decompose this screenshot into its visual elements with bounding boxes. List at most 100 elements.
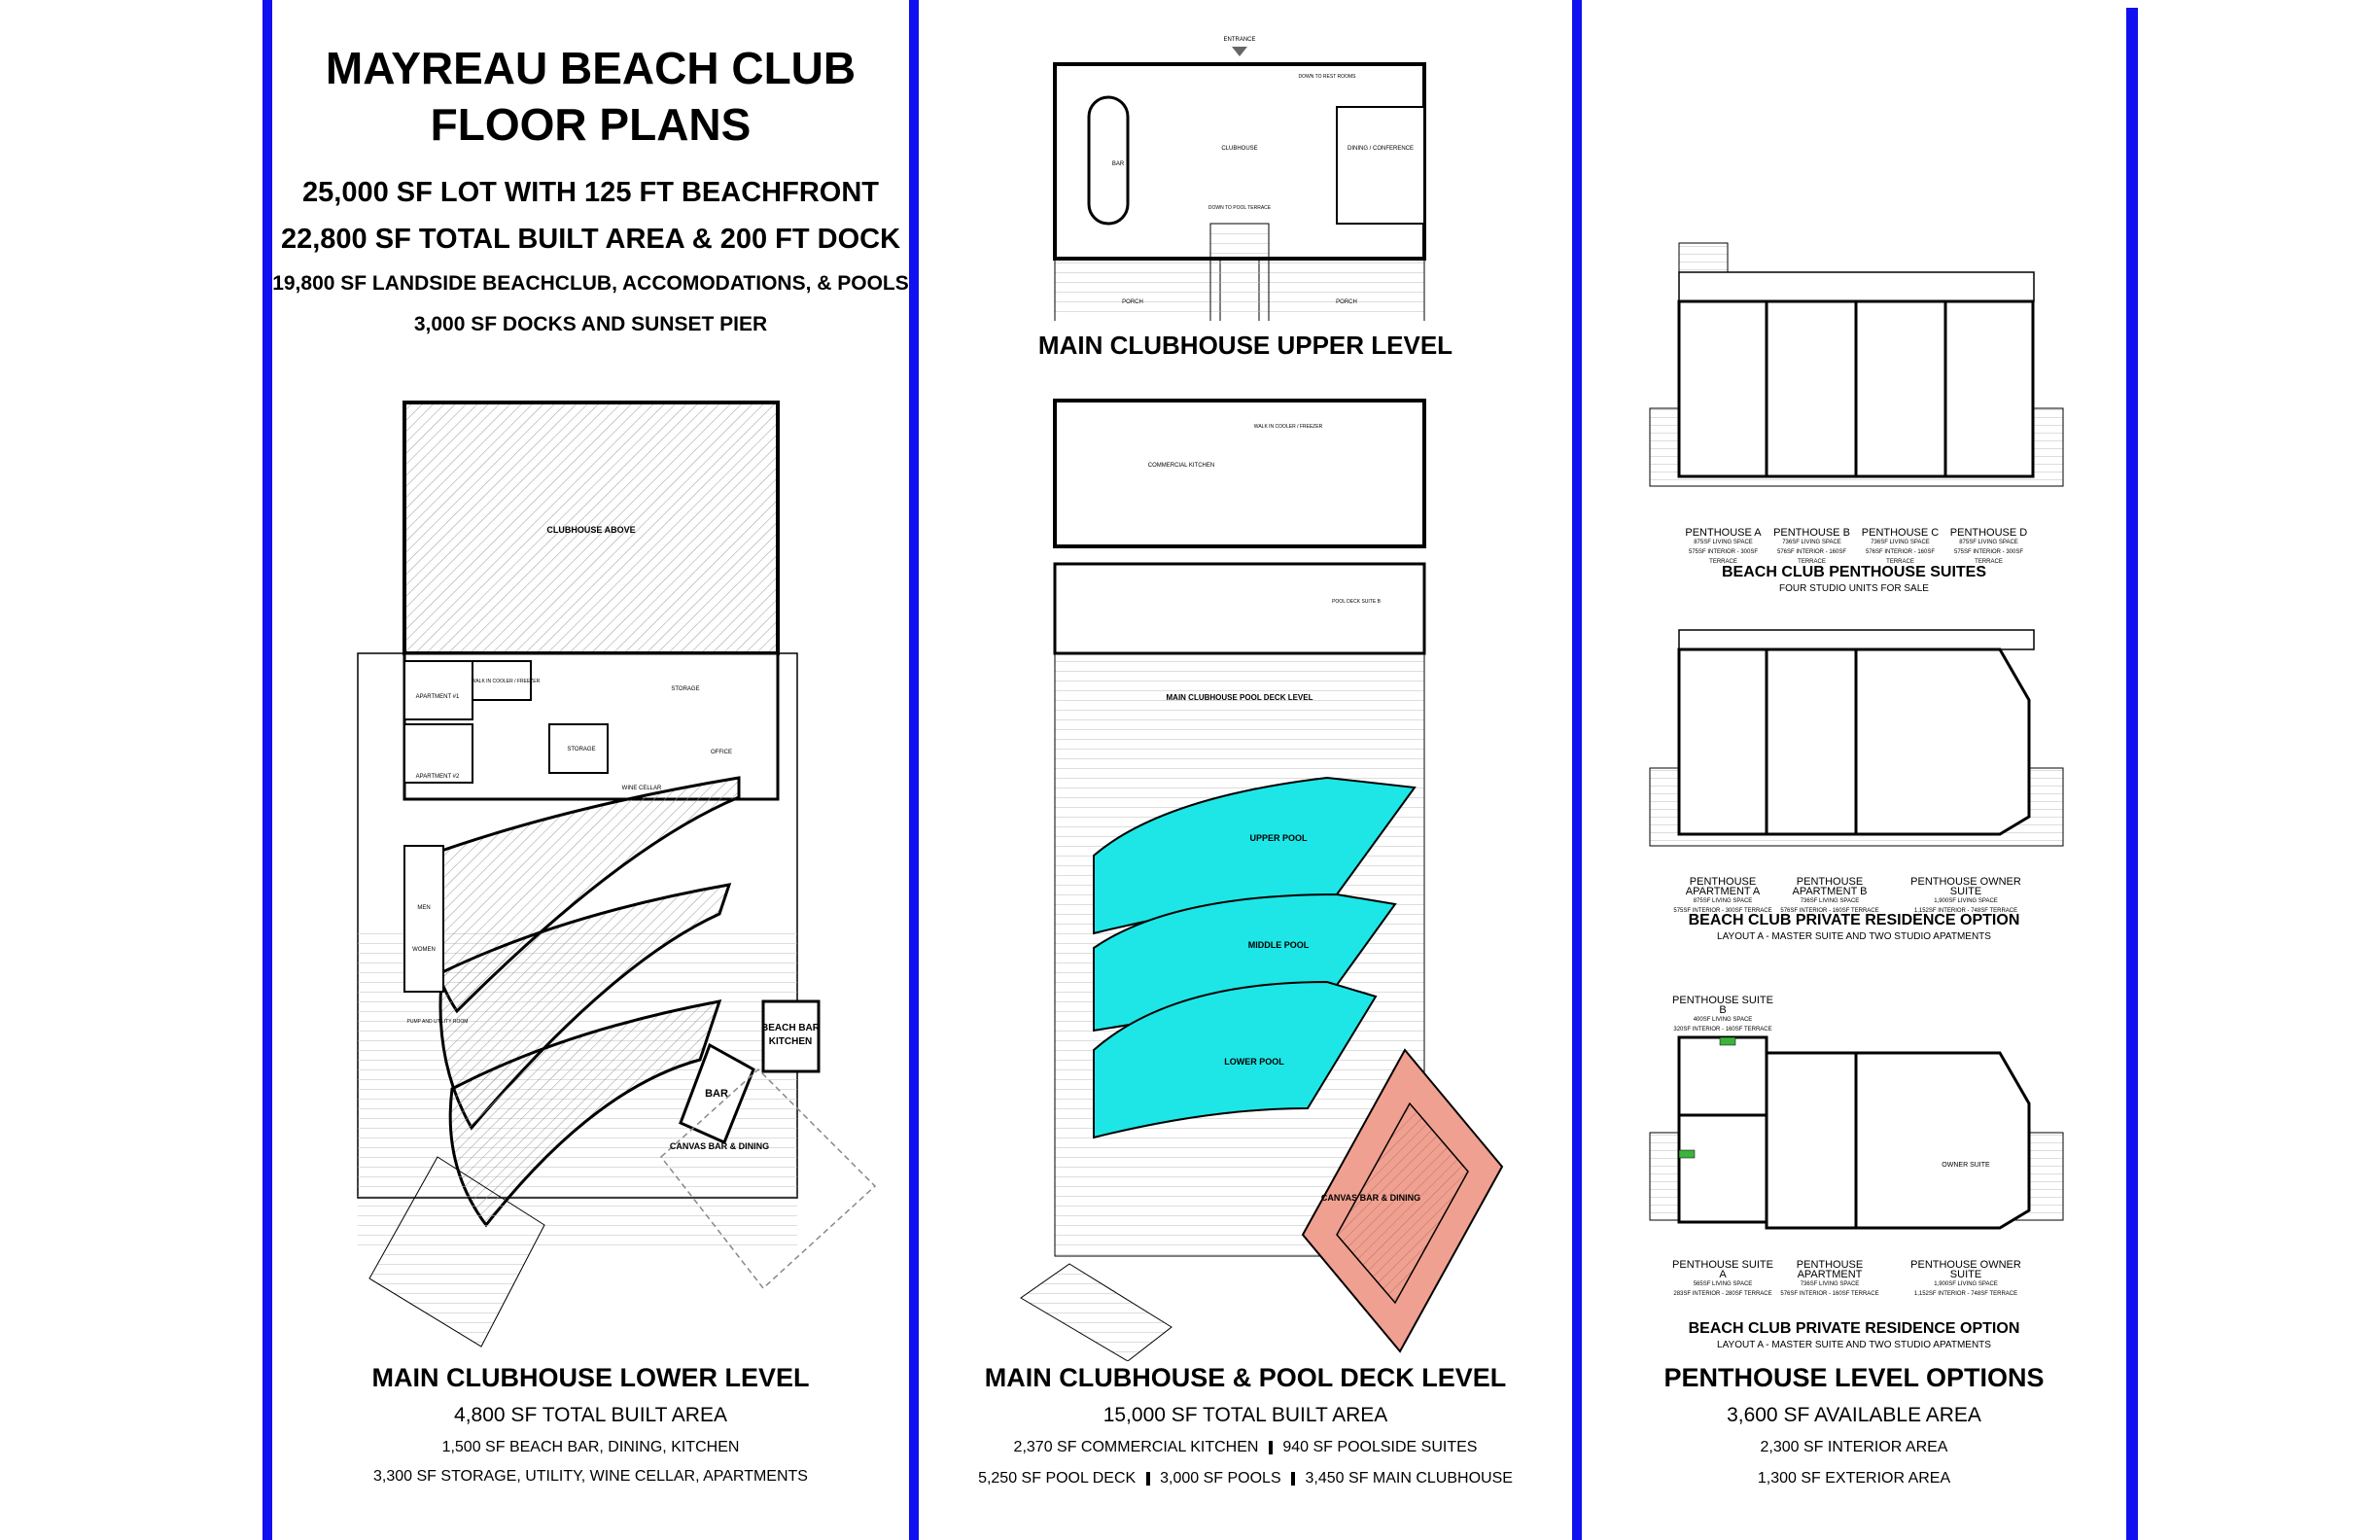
down-pool-label: DOWN TO POOL TERRACE	[1208, 205, 1272, 211]
suite-unit-label-c: PENTHOUSE C 736SF LIVING SPACE 576SF INT…	[1856, 528, 1944, 567]
men-label: MEN	[417, 905, 430, 911]
option2-subtitle: LAYOUT A - MASTER SUITE AND TWO STUDIO A…	[1717, 1340, 1991, 1350]
pool-deck-plan: COMMERCIAL KITCHEN WALK IN COOLER / FREE…	[1020, 399, 1504, 1361]
beach-bar-kitchen	[761, 999, 821, 1073]
canvas-roof-ridge	[1336, 1102, 1469, 1305]
clubhouse-above-label: CLUBHOUSE ABOVE	[546, 525, 635, 535]
page-title-line1: MAYREAU BEACH CLUB	[325, 43, 857, 93]
unit-name: PENTHOUSE APARTMENT	[1796, 1259, 1864, 1280]
penthouse-caption: PENTHOUSE LEVEL OPTIONS	[1663, 1363, 2045, 1392]
option2-unit-label-b: PENTHOUSE APARTMENT 736SF LIVING SPACE 5…	[1776, 1260, 1883, 1299]
porch-right	[1258, 258, 1425, 321]
pool-deck-total: 15,000 SF TOTAL BUILT AREA	[1102, 1404, 1388, 1426]
unit-line1: 875SF LIVING SPACE	[1959, 540, 2018, 545]
middle-pool-label: MIDDLE POOL	[1248, 940, 1310, 950]
lower-pool-label: LOWER POOL	[1224, 1057, 1284, 1067]
unit-name: PENTHOUSE OWNER SUITE	[1910, 876, 2021, 897]
storage-room-2	[548, 723, 609, 774]
upper-level-plan: ENTRANCE BAR CLUBHOUSE DINING / CONFEREN…	[1053, 37, 1426, 321]
dock-2	[1020, 1263, 1172, 1361]
unit-line1: 875SF LIVING SPACE	[1693, 898, 1753, 904]
option2-unit-label-a: PENTHOUSE SUITE A 565SF LIVING SPACE 283…	[1669, 1260, 1776, 1299]
penthouse-suites-plan	[1649, 242, 2064, 487]
suite-unit-label-b: PENTHOUSE B 736SF LIVING SPACE 576SF INT…	[1768, 528, 1856, 567]
residence-option-2-plan: OWNER SUITE	[1649, 1035, 2064, 1230]
women-label: WOMEN	[412, 947, 436, 953]
unit-line1: 875SF LIVING SPACE	[1694, 540, 1753, 545]
option1-unit-label-b: PENTHOUSE APARTMENT B 736SF LIVING SPACE…	[1776, 877, 1883, 916]
suites-subtitle: FOUR STUDIO UNITS FOR SALE	[1779, 583, 1929, 594]
option1-subtitle: LAYOUT A - MASTER SUITE AND TWO STUDIO A…	[1717, 931, 1991, 942]
option2-suite-b	[1677, 1035, 1768, 1117]
roof-strip	[1678, 271, 2035, 302]
walkin-label: WALK IN COOLER / FREEZER	[472, 679, 541, 684]
unit-line1: 1,900SF LIVING SPACE	[1934, 898, 1998, 904]
unit-line2: 576SF INTERIOR - 160SF TERRACE	[1780, 908, 1879, 914]
walkin-label-2: WALK IN COOLER / FREEZER	[1254, 424, 1323, 430]
option1-unit-label-a: PENTHOUSE APARTMENT A 875SF LIVING SPACE…	[1669, 877, 1776, 916]
pool-deck-detail-1: 2,370 SF COMMERCIAL KITCHEN 940 SF POOLS…	[919, 1439, 1572, 1456]
canvas-roof-outline	[659, 1068, 877, 1290]
unit-line2: 1,152SF INTERIOR - 748SF TERRACE	[1913, 908, 2018, 914]
penthouse-interior: 2,300 SF INTERIOR AREA	[1760, 1439, 1948, 1455]
pool-deck-level-label: MAIN CLUBHOUSE POOL DECK LEVEL	[1167, 693, 1313, 702]
option2-owner-suite	[1854, 1051, 2031, 1230]
residence-option-1-plan	[1649, 629, 2064, 847]
unit-line2: 576SF INTERIOR - 160SF TERRACE	[1780, 1291, 1879, 1297]
pool-deck-caption: MAIN CLUBHOUSE & POOL DECK LEVEL	[984, 1363, 1507, 1392]
unit-line1: 1,900SF LIVING SPACE	[1934, 1281, 1998, 1287]
stair-tower	[1678, 242, 1729, 273]
unit-line2: 320SF INTERIOR - 160SF TERRACE	[1673, 1027, 1772, 1032]
option2-title: BEACH CLUB PRIVATE RESIDENCE OPTION	[1688, 1320, 2020, 1337]
beach-bar-kitchen-label-2: KITCHEN	[769, 1036, 812, 1047]
landside-summary: 19,800 SF LANDSIDE BEACHCLUB, ACCOMODATI…	[272, 272, 909, 295]
option1-unit-b	[1765, 648, 1858, 836]
column-lower-level: MAYREAU BEACH CLUB FLOOR PLANS 25,000 SF…	[272, 0, 909, 1540]
divider-bar-left	[262, 0, 272, 1540]
entrance-label: ENTRANCE	[1223, 37, 1255, 43]
storage-label: STORAGE	[671, 686, 699, 692]
lower-level-plan: CLUBHOUSE ABOVE APARTMENT #1 APARTMENT #…	[357, 401, 877, 1348]
unit-line1: 736SF LIVING SPACE	[1800, 1281, 1860, 1287]
option2-green-marker-mid	[1678, 1149, 1696, 1159]
unit-line2: 576SF INTERIOR - 160SF TERRACE	[1776, 549, 1847, 565]
option1-unit-label-owner: PENTHOUSE OWNER SUITE 1,900SF LIVING SPA…	[1903, 877, 2029, 916]
built-summary: 22,800 SF TOTAL BUILT AREA & 200 FT DOCK	[280, 224, 901, 255]
porch-left	[1054, 258, 1221, 321]
porch-left-label: PORCH	[1122, 299, 1143, 305]
lower-level-total: 4,800 SF TOTAL BUILT AREA	[454, 1404, 727, 1426]
upper-level-caption: MAIN CLUBHOUSE UPPER LEVEL	[1037, 331, 1453, 360]
pool-deck-detail-2c: 3,450 SF MAIN CLUBHOUSE	[1305, 1470, 1513, 1487]
bar-counter	[679, 1042, 755, 1145]
apartment-2	[403, 723, 473, 784]
penthouse-exterior: 1,300 SF EXTERIOR AREA	[1757, 1470, 1951, 1487]
page-title-line2: FLOOR PLANS	[430, 99, 752, 150]
separator-bar	[1145, 1471, 1150, 1486]
apartment-2-label: APARTMENT #2	[416, 774, 460, 780]
apartment-1-label: APARTMENT #1	[416, 694, 460, 700]
kitchen-building	[1053, 399, 1426, 548]
clubhouse-label: CLUBHOUSE	[1221, 146, 1257, 152]
unit-line2: 576SF INTERIOR - 160SF TERRACE	[1865, 549, 1936, 565]
option2-suite-a	[1677, 1113, 1768, 1224]
lower-pool	[1093, 980, 1378, 1139]
unit-name: PENTHOUSE SUITE B	[1672, 995, 1773, 1016]
unit-name: PENTHOUSE SUITE A	[1672, 1259, 1773, 1280]
unit-line2: 1,152SF INTERIOR - 748SF TERRACE	[1913, 1291, 2018, 1297]
lower-level-caption: MAIN CLUBHOUSE LOWER LEVEL	[371, 1363, 810, 1392]
pump-label: PUMP AND UTILITY ROOM	[407, 1019, 469, 1025]
suite-b-label: POOL DECK SUITE B	[1332, 599, 1381, 605]
divider-bar-center-right	[1572, 0, 1582, 1540]
separator-bar	[1291, 1471, 1296, 1486]
walkin-room	[472, 660, 532, 701]
unit-line2: 575SF INTERIOR - 300SF TERRACE	[1953, 549, 2024, 565]
porch-right-label: PORCH	[1336, 299, 1357, 305]
pool-deck-detail-1a: 2,370 SF COMMERCIAL KITCHEN	[1013, 1439, 1259, 1455]
apartment-1	[403, 660, 473, 720]
unit-name: PENTHOUSE APARTMENT B	[1792, 876, 1868, 897]
option2-green-marker-top	[1719, 1036, 1736, 1046]
stairs	[1209, 223, 1270, 321]
unit-line1: 736SF LIVING SPACE	[1871, 540, 1930, 545]
owner-suite-label: OWNER SUITE	[1942, 1162, 1990, 1169]
canvas-label-2: CANVAS BAR & DINING	[1321, 1193, 1420, 1203]
